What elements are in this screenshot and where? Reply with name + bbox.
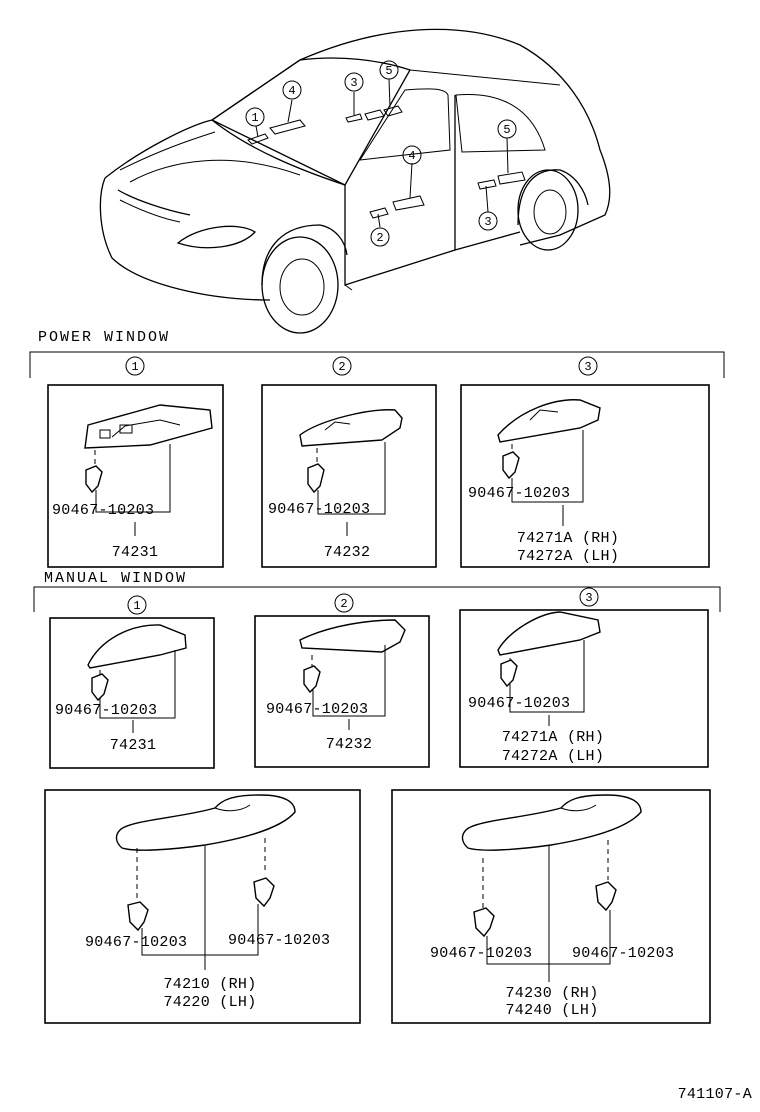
mw-cover-3-lh-part-number: 74272A (LH) — [502, 748, 604, 765]
clip-part-number: 90467-10203 — [468, 485, 570, 502]
front-armrest-lh-part-number: 74220 (LH) — [163, 994, 256, 1011]
pw-cover-3-panel: 90467-10203 74271A (RH) 74272A (LH) — [460, 384, 710, 568]
rear-armrest-panel: 90467-10203 90467-10203 74230 (RH) 74240… — [391, 789, 711, 1024]
callout-2: 2 — [340, 597, 347, 611]
callout-1: 1 — [251, 111, 258, 125]
mw-cover-3-rh-part-number: 74271A (RH) — [502, 729, 604, 746]
pw-cover-1-part-number: 74231 — [112, 544, 159, 561]
callout-2: 2 — [338, 360, 345, 374]
pw-cover-1-panel: 90467-10203 74231 — [47, 384, 224, 568]
clip-part-number: 90467-10203 — [228, 932, 330, 949]
rear-armrest-lh-part-number: 74240 (LH) — [505, 1002, 598, 1019]
front-armrest-rh-part-number: 74210 (RH) — [163, 976, 256, 993]
clip-part-number: 90467-10203 — [266, 701, 368, 718]
pw-cover-2-panel: 90467-10203 74232 — [261, 384, 437, 568]
callout-5: 5 — [385, 64, 392, 78]
callout-4: 4 — [408, 149, 415, 163]
mw-cover-1-part-number: 74231 — [110, 737, 157, 754]
figure-id: 741107-A — [678, 1086, 752, 1103]
pw-cover-3-lh-part-number: 74272A (LH) — [517, 548, 619, 565]
clip-part-number: 90467-10203 — [468, 695, 570, 712]
pw-cover-3-rh-part-number: 74271A (RH) — [517, 530, 619, 547]
callout-circle — [245, 107, 265, 127]
callout-3: 3 — [585, 591, 592, 605]
callout-3: 3 — [484, 215, 491, 229]
callout-3: 3 — [584, 360, 591, 374]
mw-cover-3-panel: 90467-10203 74271A (RH) 74272A (LH) — [459, 609, 709, 768]
mw-cover-2-panel: 90467-10203 74232 — [254, 615, 430, 768]
power-window-heading: POWER WINDOW — [38, 329, 170, 346]
clip-part-number: 90467-10203 — [268, 501, 370, 518]
pw-cover-2-part-number: 74232 — [324, 544, 371, 561]
clip-part-number: 90467-10203 — [572, 945, 674, 962]
mw-cover-2-part-number: 74232 — [326, 736, 373, 753]
manual-window-heading: MANUAL WINDOW — [44, 570, 187, 587]
rear-armrest-rh-part-number: 74230 (RH) — [505, 985, 598, 1002]
callout-1: 1 — [133, 599, 140, 613]
car-illustration: 1 4 3 5 4 2 5 3 — [99, 28, 611, 334]
clip-part-number: 90467-10203 — [52, 502, 154, 519]
front-armrest-panel: 90467-10203 90467-10203 74210 (RH) 74220… — [44, 789, 361, 1024]
callout-2: 2 — [376, 231, 383, 245]
callout-1: 1 — [131, 360, 138, 374]
callout-5: 5 — [503, 123, 510, 137]
clip-part-number: 90467-10203 — [55, 702, 157, 719]
callout-4: 4 — [288, 84, 295, 98]
callout-3: 3 — [350, 76, 357, 90]
clip-part-number: 90467-10203 — [430, 945, 532, 962]
clip-part-number: 90467-10203 — [85, 934, 187, 951]
mw-cover-1-panel: 90467-10203 74231 — [49, 617, 215, 769]
